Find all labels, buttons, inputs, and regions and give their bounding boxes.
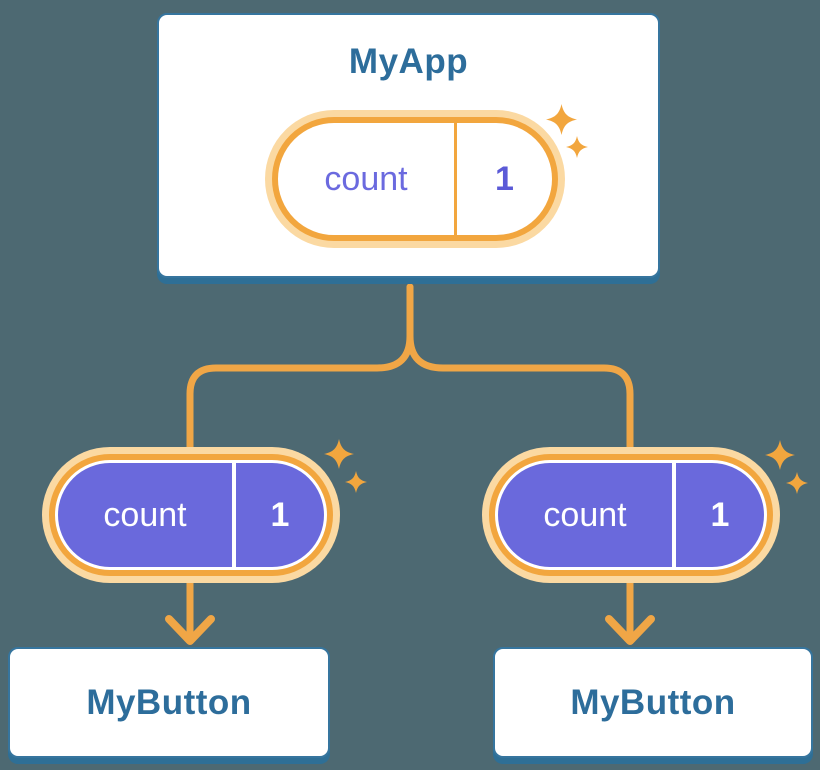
state-pill-inner: count 1 xyxy=(278,123,552,235)
sparkle-icon xyxy=(566,136,588,158)
state-pill-root: count 1 xyxy=(265,110,565,248)
state-pill-ring: count 1 xyxy=(272,117,558,241)
component-node-right-child: MyButton xyxy=(493,647,813,758)
state-pill-inner: count 1 xyxy=(498,463,764,567)
state-pill-left-child: count 1 xyxy=(42,447,340,583)
branch-right-line xyxy=(406,283,634,640)
state-pill-ring: count 1 xyxy=(489,454,773,576)
component-title: MyButton xyxy=(86,682,252,722)
sparkle-icon xyxy=(765,440,795,470)
state-pill-right-child: count 1 xyxy=(482,447,780,583)
state-label: count xyxy=(58,463,236,567)
state-value: 1 xyxy=(270,495,290,534)
state-pill-inner: count 1 xyxy=(58,463,324,567)
state-pill-ring: count 1 xyxy=(49,454,333,576)
sparkle-icon xyxy=(345,471,367,493)
component-title: MyApp xyxy=(348,42,469,81)
sparkle-icon xyxy=(546,104,577,135)
arrow-down-right-icon xyxy=(605,615,655,645)
component-node-left-child: MyButton xyxy=(8,647,330,758)
state-label: count xyxy=(278,123,457,235)
arrow-down-left-icon xyxy=(165,615,215,645)
state-value: 1 xyxy=(710,495,730,534)
component-title: MyButton xyxy=(570,682,736,722)
state-value: 1 xyxy=(495,159,514,198)
state-label: count xyxy=(498,463,676,567)
sparkle-icon xyxy=(324,439,354,469)
sparkle-icon xyxy=(786,472,808,494)
